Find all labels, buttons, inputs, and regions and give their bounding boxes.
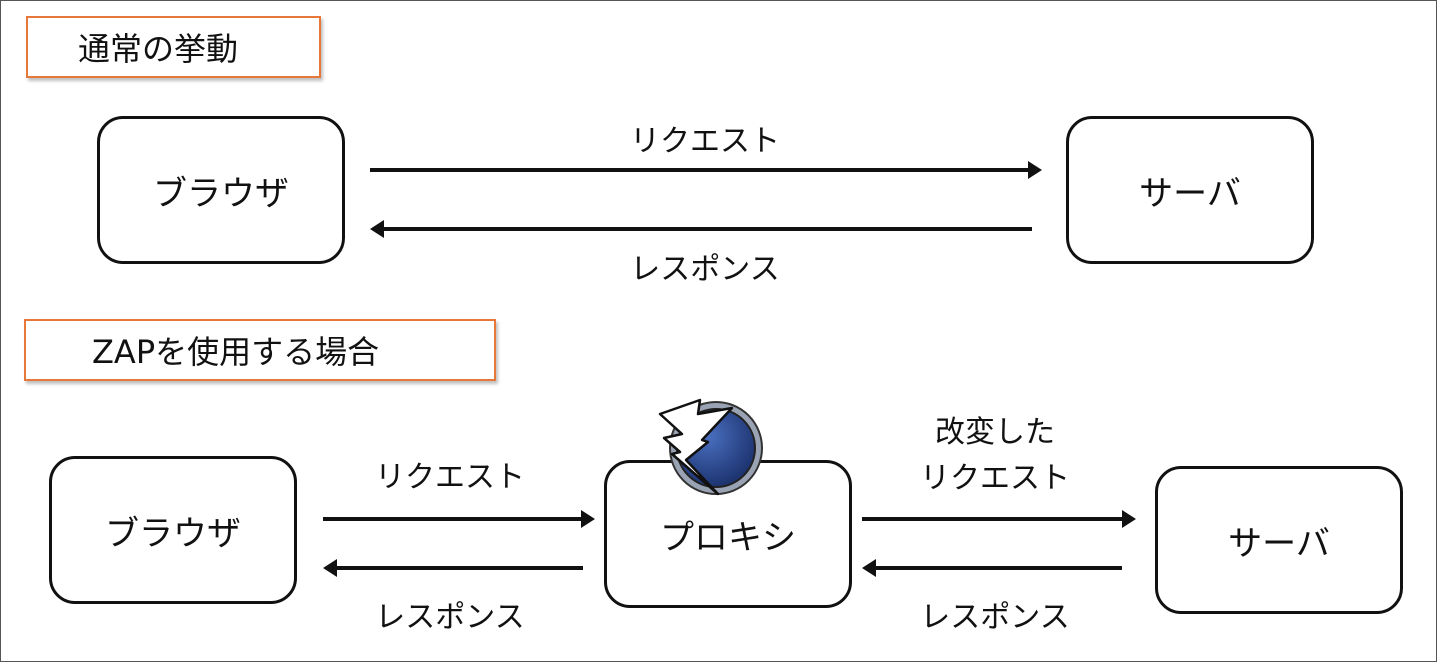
modified-request-label: 改変した リクエスト <box>860 410 1130 502</box>
modified-request-line1: 改変した <box>935 415 1055 450</box>
proxy-label: プロキシ <box>660 517 796 558</box>
normal-heading-text: 通常の挙動 <box>78 30 239 68</box>
server-node-zap: サーバ <box>1155 466 1403 614</box>
response-arrow-normal <box>370 220 1032 238</box>
server-label: サーバ <box>1228 523 1330 564</box>
request-label-normal: リクエスト <box>630 124 780 159</box>
zap-usage-heading: ZAPを使用する場合 <box>24 319 496 381</box>
request-arrow-browser-to-proxy <box>323 510 595 528</box>
server-label: サーバ <box>1139 173 1241 214</box>
response-arrow-proxy-to-browser <box>323 559 583 577</box>
server-node-normal: サーバ <box>1066 116 1314 264</box>
normal-behavior-heading: 通常の挙動 <box>26 16 321 78</box>
response-arrow-server-to-proxy <box>862 559 1122 577</box>
browser-label: ブラウザ <box>153 173 289 214</box>
browser-label: ブラウザ <box>105 513 241 554</box>
zap-lightning-logo-icon <box>658 398 763 496</box>
browser-node-zap: ブラウザ <box>49 456 297 604</box>
response-label-normal: レスポンス <box>630 252 780 287</box>
zap-heading-text: ZAPを使用する場合 <box>92 333 380 371</box>
request-arrow-normal <box>370 161 1042 179</box>
request-arrow-proxy-to-server <box>862 510 1136 528</box>
request-label-zap: リクエスト <box>375 460 525 495</box>
response-label-zap-right: レスポンス <box>920 600 1070 635</box>
response-label-zap-left: レスポンス <box>375 600 525 635</box>
browser-node-normal: ブラウザ <box>97 116 345 264</box>
modified-request-line2: リクエスト <box>920 461 1070 496</box>
